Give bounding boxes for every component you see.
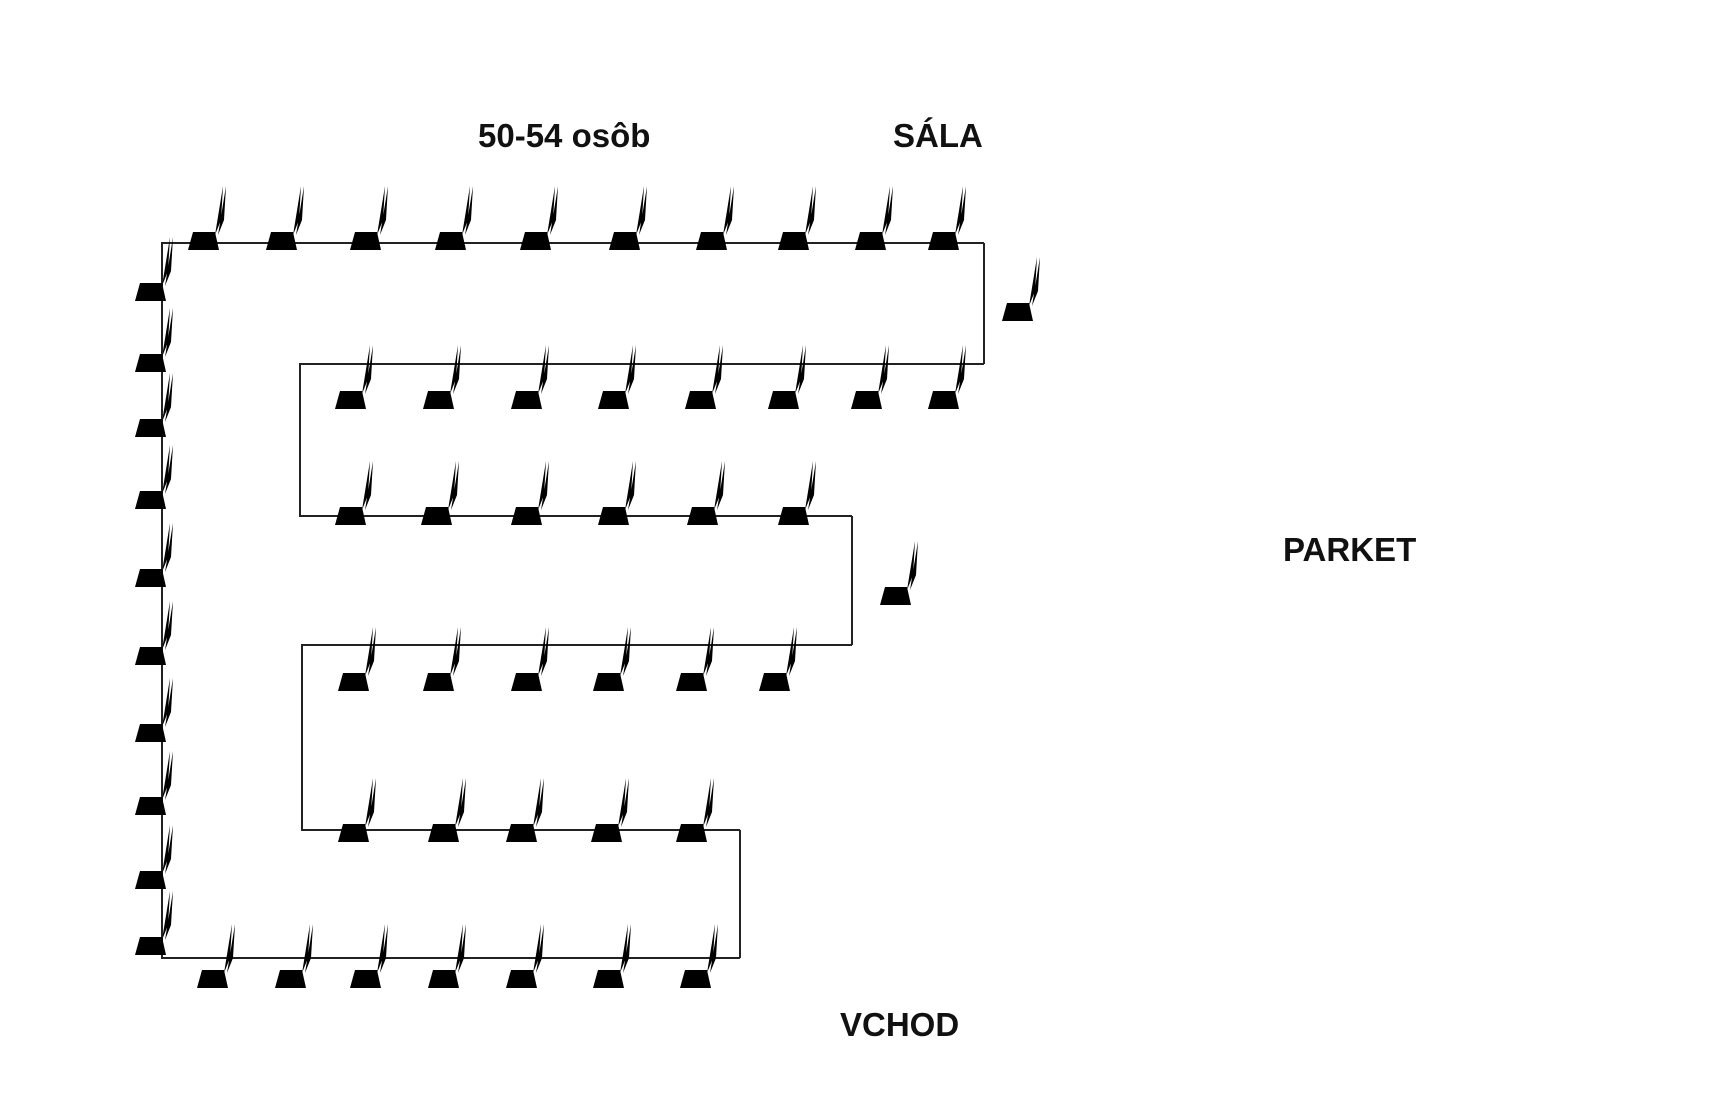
chair-icon <box>1002 257 1040 321</box>
chair-icon <box>880 541 918 605</box>
chair-icon <box>428 924 466 988</box>
chairs-group <box>135 186 1040 988</box>
chair-icon <box>778 186 816 250</box>
chair-icon <box>135 825 173 889</box>
chair-icon <box>188 186 226 250</box>
chair-icon <box>676 778 714 842</box>
chair-icon <box>851 345 889 409</box>
chair-icon <box>135 601 173 665</box>
chair-icon <box>135 237 173 301</box>
hall-label: SÁLA <box>893 117 983 154</box>
chair-icon <box>135 523 173 587</box>
chair-icon <box>511 345 549 409</box>
chair-icon <box>598 345 636 409</box>
chair-icon <box>591 778 629 842</box>
chair-icon <box>135 308 173 372</box>
chair-icon <box>520 186 558 250</box>
chair-icon <box>423 345 461 409</box>
chair-icon <box>506 924 544 988</box>
chair-icon <box>423 627 461 691</box>
chair-icon <box>759 627 797 691</box>
chair-icon <box>768 345 806 409</box>
chair-icon <box>506 778 544 842</box>
entrance-label: VCHOD <box>840 1006 960 1043</box>
chair-icon <box>335 345 373 409</box>
chair-icon <box>928 345 966 409</box>
chair-icon <box>197 924 235 988</box>
chair-icon <box>338 627 376 691</box>
chair-icon <box>135 678 173 742</box>
chair-icon <box>350 924 388 988</box>
chair-icon <box>428 778 466 842</box>
chair-icon <box>928 186 966 250</box>
table-outline <box>161 242 985 959</box>
chair-icon <box>855 186 893 250</box>
chair-icon <box>609 186 647 250</box>
parquet-label: PARKET <box>1283 531 1417 568</box>
chair-icon <box>338 778 376 842</box>
chair-icon <box>676 627 714 691</box>
chair-icon <box>435 186 473 250</box>
chair-icon <box>593 627 631 691</box>
chair-icon <box>135 373 173 437</box>
chair-icon <box>266 186 304 250</box>
seating-capacity-title: 50-54 osôb <box>478 117 651 154</box>
chair-icon <box>135 445 173 509</box>
chair-icon <box>275 924 313 988</box>
chair-icon <box>696 186 734 250</box>
chair-icon <box>685 345 723 409</box>
chair-icon <box>680 924 718 988</box>
chair-icon <box>350 186 388 250</box>
chair-icon <box>593 924 631 988</box>
chair-icon <box>135 751 173 815</box>
chair-icon <box>511 627 549 691</box>
chair-icon <box>135 891 173 955</box>
